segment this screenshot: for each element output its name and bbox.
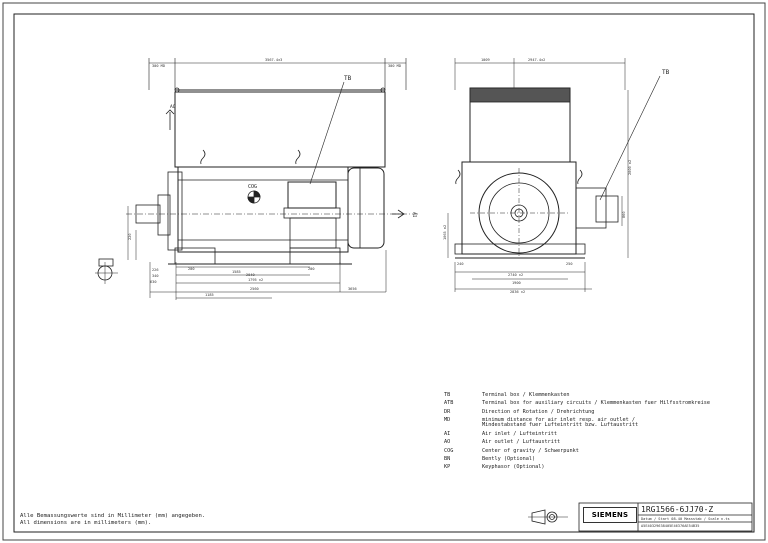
note-line-de: Alle Bemassungswerte sind in Millimeter … — [20, 513, 206, 519]
legend-desc: Terminal box / Klemmenkasten — [482, 392, 570, 398]
dim-bottom-d1: 2040 — [246, 273, 255, 277]
legend-row: TB Terminal box / Klemmenkasten — [444, 392, 759, 398]
dimension-texts: 3567.4±3 300 MD 300 MD 3656 2560 1795 ±2… — [128, 58, 632, 297]
legend-row: DR Direction of Rotation / Drehrichtung — [444, 408, 759, 415]
legend-row: AI Air inlet / Lufteintritt — [444, 430, 759, 437]
dim-side-small-right: 250 — [566, 262, 573, 266]
legend-desc: Air inlet / Lufteintritt — [482, 430, 557, 437]
legend-abbr: MD — [444, 417, 451, 424]
dim-bottom-inner2: 1585 — [232, 270, 241, 274]
dim-side-foot-a: 2740 ±2 — [508, 273, 523, 277]
dim-left-small2: 340 — [152, 274, 159, 278]
label-tb-front: TB — [344, 75, 352, 82]
dim-right-small2: 200 — [308, 267, 315, 271]
dim-side-small-left: 240 — [457, 262, 464, 266]
dim-left-small3: 630 — [150, 280, 157, 284]
legend: TB Terminal box / Klemmenkasten ATB Termin… — [444, 392, 759, 474]
dim-side-foot-b: 1900 — [512, 281, 521, 285]
legend-abbr: AO — [444, 439, 451, 446]
legend-row: AO Air outlet / Luftaustritt — [444, 439, 759, 446]
legend-row: MD minimum distance for air inlet resp. a… — [444, 417, 759, 429]
legend-abbr: AI — [444, 430, 451, 437]
label-cog: COG — [248, 184, 257, 190]
label-ai: AI — [411, 212, 417, 218]
dim-side-top-left: 1009 — [481, 58, 490, 62]
dim-bottom-mid: 2560 — [250, 287, 259, 291]
label-tb-side: TB — [662, 69, 670, 76]
legend-desc: Air outlet / Luftaustritt — [482, 439, 561, 446]
dim-top-left-clear: 300 MD — [152, 64, 165, 68]
legend-abbr: ATB — [444, 400, 454, 407]
legend-abbr: DR — [444, 408, 451, 415]
dim-shaft-dia: 220 — [128, 234, 132, 241]
legend-row: BN Bently (Optional) — [444, 455, 759, 462]
siemens-logo: SIEMENS — [583, 507, 637, 523]
drawing-labels: TB TB AO AI COG — [170, 69, 670, 218]
title-block-doc-id: A5E40329638405E46376AE54B35 — [641, 524, 700, 528]
dim-side-right-small: 860 — [622, 212, 626, 219]
dim-bottom-left: 1185 — [205, 293, 214, 297]
legend-desc: Center of gravity / Schwerpunkt — [482, 447, 579, 454]
legend-abbr: TB — [444, 392, 451, 398]
dim-side-bottom: 2836 ±2 — [510, 290, 525, 294]
legend-desc: Bently (Optional) — [482, 455, 536, 462]
legend-abbr: COG — [444, 447, 454, 454]
title-block-meta: Datum / Start 08.40 Massstab / Scale n.t… — [641, 517, 730, 521]
dim-side-left-height: 1065 ±2 — [443, 225, 447, 240]
dimension-note: Alle Bemassungswerte sind in Millimeter … — [20, 513, 205, 527]
dim-side-top-right: 2947.4±2 — [528, 58, 545, 62]
legend-abbr: KP — [444, 464, 451, 471]
side-view — [447, 58, 661, 292]
dim-bottom-outer: 3656 — [348, 287, 357, 291]
dim-top-overall: 3567.4±3 — [265, 58, 282, 62]
legend-row: COG Center of gravity / Schwerpunkt — [444, 447, 759, 454]
legend-desc: Keyphasor (Optional) — [482, 464, 545, 471]
dim-right-small1: 200 — [188, 267, 195, 271]
title-block — [528, 502, 753, 532]
legend-row: KP Keyphasor (Optional) — [444, 465, 759, 470]
legend-row: ATB Terminal box for auxiliary circuits /… — [444, 401, 759, 406]
dim-bottom-inner1: 1795 ±2 — [248, 278, 263, 282]
dim-left-small1: 226 — [152, 268, 159, 272]
legend-abbr: BN — [444, 455, 451, 462]
legend-desc: minimum distance for air inlet resp. air… — [482, 417, 639, 429]
note-line-en: All dimensions are in millimeters (mm). — [20, 519, 152, 526]
dim-side-right-height: 2000 ±2 — [628, 160, 632, 175]
front-view — [95, 58, 420, 300]
label-ao: AO — [170, 104, 176, 110]
legend-desc: Terminal box for auxiliary circuits / Kl… — [482, 400, 710, 407]
inner-border — [13, 13, 755, 533]
drawing-code: 1RG1566-6JJ70-Z — [641, 505, 714, 514]
dim-top-right-clear: 300 MD — [388, 64, 401, 68]
legend-desc: Direction of Rotation / Drehrichtung — [482, 408, 595, 415]
